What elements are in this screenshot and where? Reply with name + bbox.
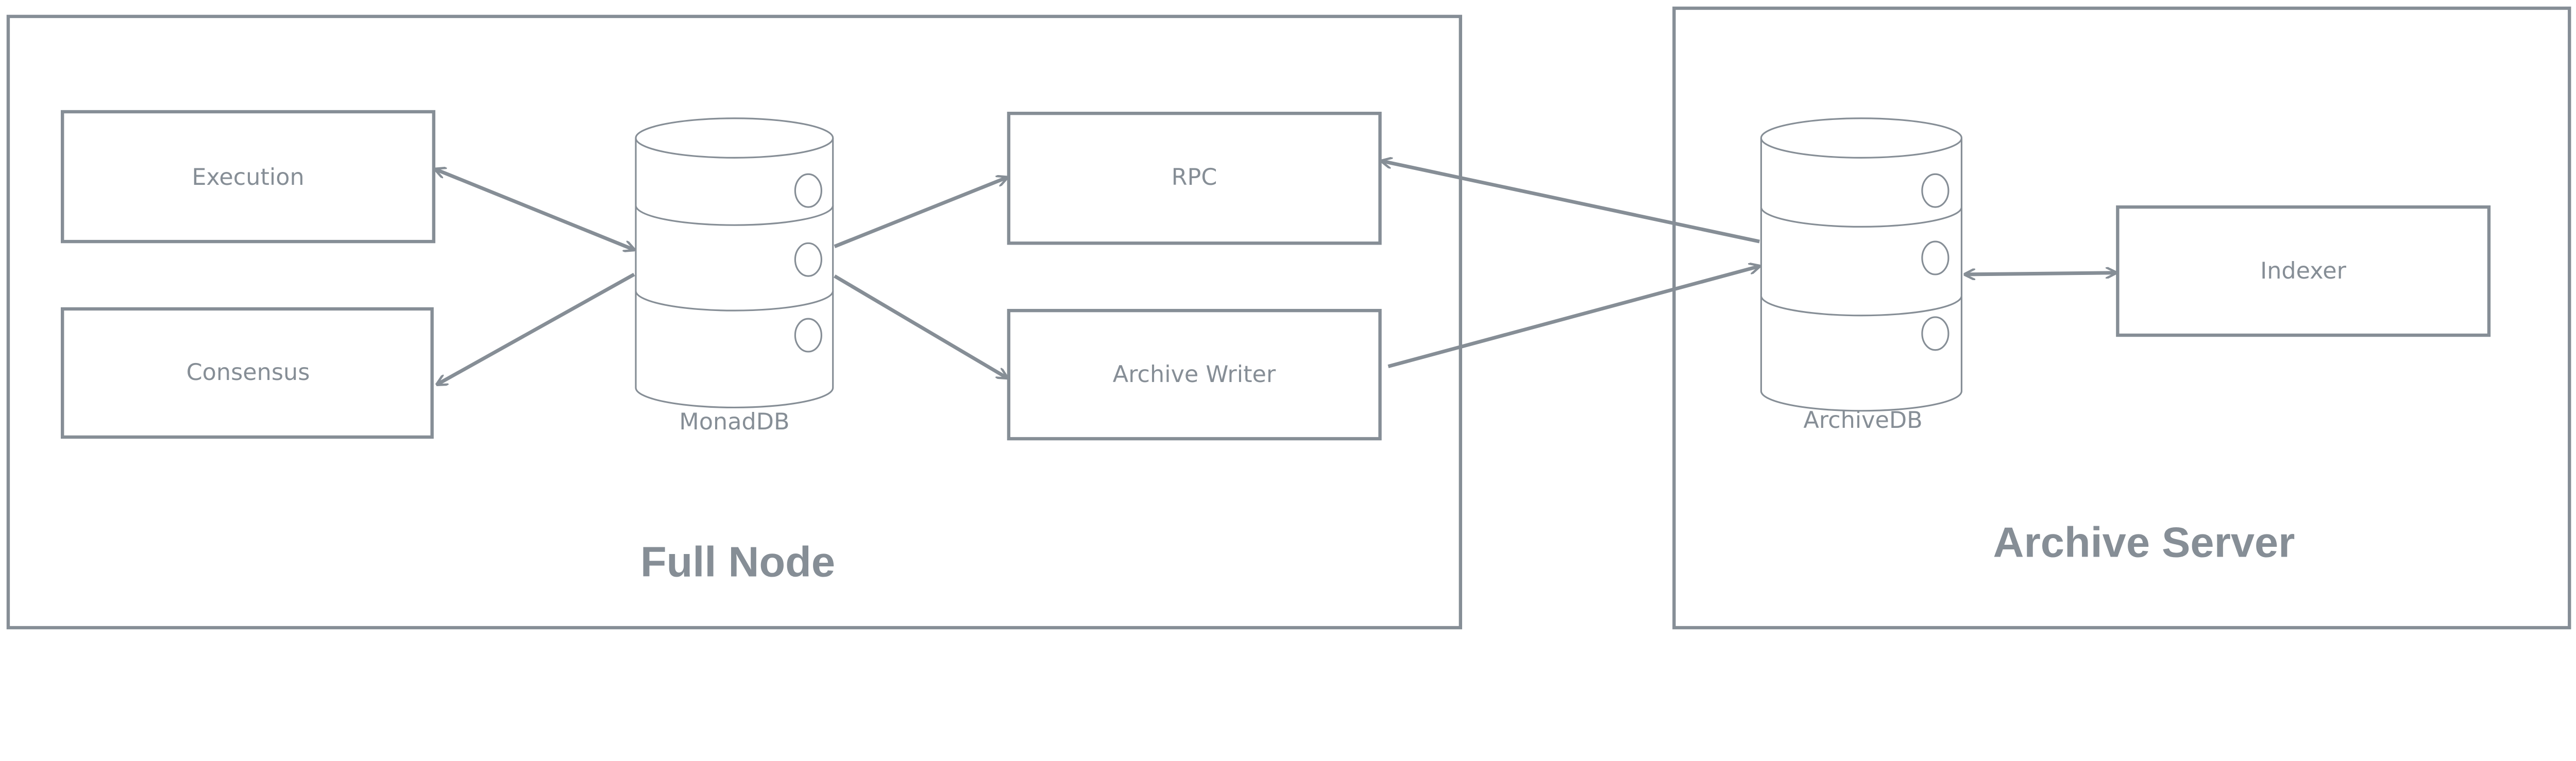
consensus-label: Consensus bbox=[186, 359, 310, 386]
architecture-diagram: Execution Consensus RPC Archive Writer I… bbox=[6, 6, 2571, 630]
monaddb-label: MonadDB bbox=[679, 408, 790, 435]
arrow-monaddb-rpc bbox=[834, 178, 1007, 248]
arrow-archivedb-indexer bbox=[1965, 273, 2116, 274]
full-node-title: Full Node bbox=[640, 538, 836, 586]
arrow-archivedb-rpc bbox=[1382, 161, 1760, 244]
diagram-canvas bbox=[6, 6, 2571, 630]
arrow-monaddb-archive-writer bbox=[834, 274, 1007, 378]
consensus-box[interactable] bbox=[60, 307, 434, 439]
indexer-label: Indexer bbox=[2260, 257, 2346, 284]
execution-label: Execution bbox=[192, 164, 304, 191]
execution-box[interactable] bbox=[60, 110, 436, 244]
arrow-monaddb-consensus bbox=[437, 272, 635, 385]
archivedb-label: ArchiveDB bbox=[1803, 407, 1923, 434]
monaddb-database-icon[interactable] bbox=[635, 117, 834, 409]
archive-writer-label: Archive Writer bbox=[1112, 361, 1276, 388]
archive-server-title: Archive Server bbox=[1993, 518, 2295, 566]
archivedb-database-icon[interactable] bbox=[1760, 117, 1962, 412]
rpc-label: RPC bbox=[1171, 164, 1217, 191]
arrow-execution-monaddb bbox=[435, 169, 634, 250]
indexer-box[interactable] bbox=[2116, 205, 2491, 337]
arrow-archive-writer-archivedb bbox=[1387, 266, 1760, 369]
full-node-frame bbox=[6, 14, 1463, 630]
archive-writer-box[interactable] bbox=[1007, 308, 1382, 441]
archive-server-frame bbox=[1672, 6, 2571, 630]
rpc-box[interactable] bbox=[1007, 112, 1382, 245]
